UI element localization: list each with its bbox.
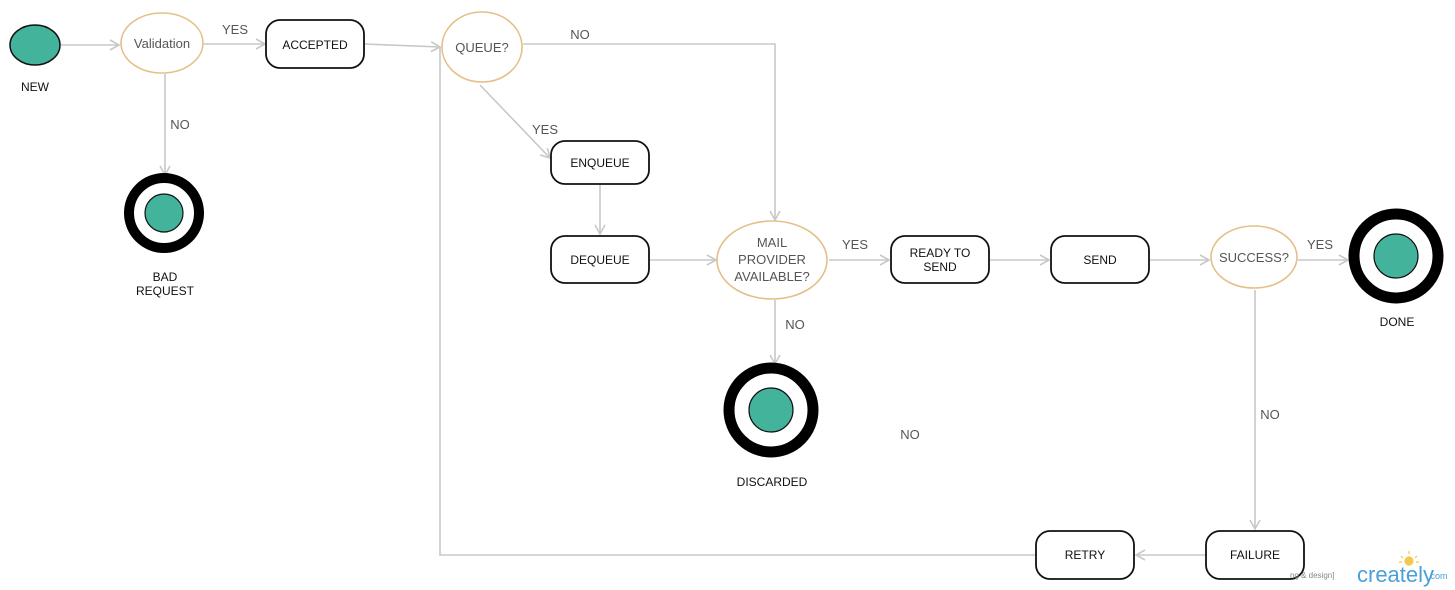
queue-decision	[441, 11, 523, 83]
queue-no-label: NO	[570, 27, 590, 42]
validation-decision	[120, 12, 204, 74]
ready-to-send-label-line2: SEND	[923, 260, 957, 274]
watermark-fragment: ng & design]	[1290, 571, 1334, 580]
mail-yes-label: YES	[842, 237, 868, 252]
mail-provider-label-line2: PROVIDER	[738, 252, 806, 267]
dequeue-state	[550, 235, 650, 284]
success-decision	[1210, 225, 1298, 289]
retry-label: RETRY	[1065, 548, 1105, 562]
edges	[61, 38, 1350, 561]
edge-retry-to-queue	[439, 47, 1035, 556]
mail-no-label: NO	[785, 317, 805, 332]
failure-label: FAILURE	[1230, 548, 1280, 562]
new-label: NEW	[21, 80, 50, 94]
creately-watermark: ng & design] creately .com	[1290, 551, 1448, 587]
watermark-brand: creately	[1357, 562, 1434, 587]
validation-yes-label: YES	[222, 22, 248, 37]
bad-request-end-core	[144, 193, 184, 233]
mail-provider-label-line3: AVAILABLE?	[734, 269, 809, 284]
send-state	[1050, 235, 1150, 284]
bad-request-label-line2: REQUEST	[136, 284, 195, 298]
accepted-label: ACCEPTED	[282, 38, 348, 52]
edge-queue-to-enqueue	[479, 84, 552, 160]
retry-state	[1035, 530, 1135, 580]
bad-request-label-line1: BAD	[153, 270, 178, 284]
mail-provider-label-line1: MAIL	[757, 235, 787, 250]
dequeue-label: DEQUEUE	[570, 253, 629, 267]
send-label: SEND	[1083, 253, 1117, 267]
lightbulb-icon	[1399, 551, 1419, 566]
validation-label: Validation	[134, 36, 190, 51]
done-label: DONE	[1380, 315, 1415, 329]
done-end-core	[1373, 233, 1419, 279]
discarded-end-core	[748, 387, 794, 433]
mail-provider-decision	[716, 220, 828, 300]
success-label: SUCCESS?	[1219, 250, 1289, 265]
new-start-node	[9, 24, 61, 66]
watermark-suffix: .com	[1428, 571, 1448, 581]
floating-no-label: NO	[900, 427, 920, 442]
success-no-label: NO	[1260, 407, 1280, 422]
validation-no-label: NO	[170, 117, 190, 132]
success-yes-label: YES	[1307, 237, 1333, 252]
edge-accepted-to-queue	[363, 40, 442, 53]
ready-to-send-label-line1: READY TO	[910, 246, 971, 260]
enqueue-label: ENQUEUE	[570, 156, 629, 170]
ready-to-send-state	[890, 235, 990, 284]
discarded-label: DISCARDED	[737, 475, 808, 489]
enqueue-state	[550, 140, 650, 185]
queue-label: QUEUE?	[455, 40, 508, 55]
failure-state	[1205, 530, 1305, 580]
accepted-state	[265, 19, 365, 69]
queue-yes-label: YES	[532, 122, 558, 137]
edge-queue-to-mail-provider	[523, 43, 781, 222]
